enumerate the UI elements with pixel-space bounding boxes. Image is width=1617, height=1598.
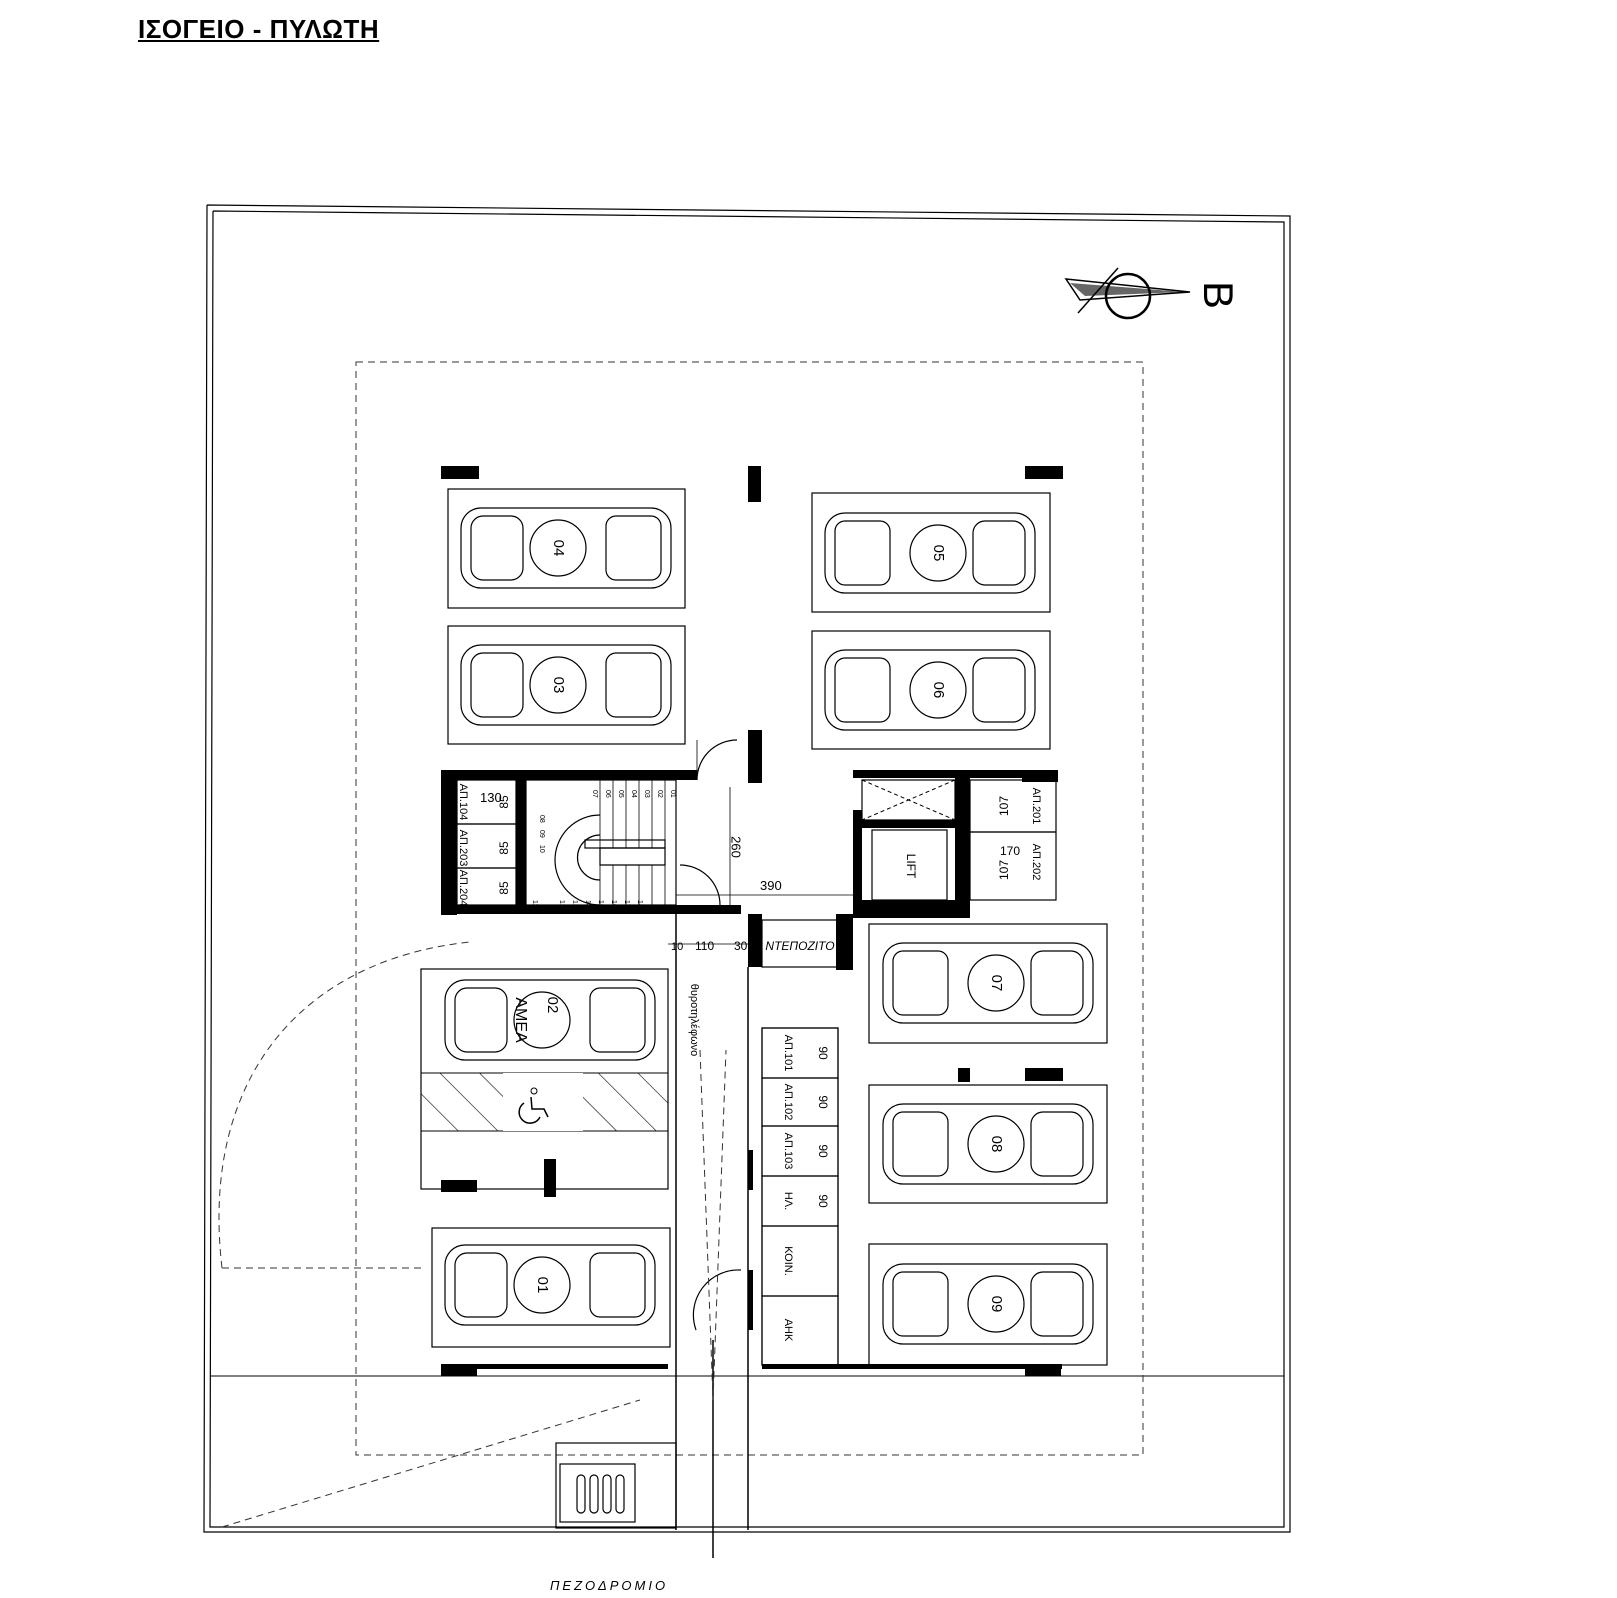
- cars: [444, 507, 1094, 1345]
- parking-number: 02: [544, 997, 561, 1014]
- parking-number: 01: [534, 1277, 551, 1294]
- dimension-label: 90: [816, 1144, 830, 1158]
- storage-label: ΑΠ.202: [1030, 844, 1042, 881]
- storage-label: ΑΠ.201: [1030, 788, 1042, 825]
- north-label: B: [1195, 281, 1242, 309]
- meter-label: ΑΠ.102: [782, 1084, 794, 1121]
- bin-enclosure: [555, 1442, 677, 1529]
- mailbox-label: θυροτηλέφωνο: [688, 984, 700, 1057]
- storage-label: ΑΠ.104: [457, 784, 469, 821]
- tank-label: ΝΤΕΠΟΖΙΤΟ: [765, 939, 834, 953]
- stair-step-number: 09: [538, 830, 545, 838]
- dimension-label: 85: [497, 795, 511, 809]
- meter-label: ΚΟΙΝ.: [782, 1246, 794, 1276]
- stair-step-number: 18: [636, 900, 643, 908]
- stair-step-number: 01: [669, 790, 676, 798]
- plot-boundary: [203, 204, 1291, 1533]
- storage-label: ΑΠ.204: [457, 870, 469, 907]
- dimension-label: 85: [497, 841, 511, 855]
- stair-steps: 01 02 03 04 05 06 07 08 09 10 11 12 13 14 15 16 17 18: [531, 790, 676, 908]
- parking-number: 07: [988, 975, 1005, 992]
- stair-step-number: 07: [591, 790, 598, 798]
- ramp-arc: [218, 941, 471, 1269]
- stair-step-number: 16: [610, 900, 617, 908]
- dimension-label: 90: [816, 1194, 830, 1208]
- parking-numbers: 04 05 03 06 07 08 09 02 ΑΜΕΑ 01: [512, 540, 1005, 1313]
- meter-label: ΑΠ.103: [782, 1133, 794, 1170]
- north-arrow-icon: B: [1064, 267, 1242, 320]
- dimension-label: 90: [816, 1046, 830, 1060]
- dimension-label: 390: [760, 878, 782, 893]
- dimension-label: 107: [997, 860, 1011, 880]
- parking-number: 03: [550, 677, 567, 694]
- parking-number: 04: [550, 540, 567, 557]
- stair-step-number: 05: [617, 790, 624, 798]
- stair-step-number: 03: [643, 790, 650, 798]
- stair-step-number: 12: [558, 900, 565, 908]
- stair-step-number: 13: [571, 900, 578, 908]
- street-label: ΠΕΖΟΔΡΟΜΙΟ: [550, 1578, 669, 1593]
- stair-step-number: 08: [538, 815, 545, 823]
- wheelchair-icon: [518, 1087, 549, 1124]
- meter-label: ΑΗΚ: [782, 1319, 794, 1342]
- accessible-label: ΑΜΕΑ: [512, 997, 529, 1043]
- parking-bays: [420, 488, 1108, 1366]
- building-outline: [355, 361, 1144, 1456]
- meter-label: ΗΛ.: [782, 1192, 794, 1210]
- dimension-label: 107: [997, 796, 1011, 816]
- parking-number: 06: [930, 682, 947, 699]
- storage-label: ΑΠ.203: [457, 830, 469, 867]
- plan-title: ΙΣΟΓΕΙΟ - ΠΥΛΩΤΗ: [138, 14, 380, 44]
- stair-step-number: 11: [531, 900, 538, 907]
- lift-label: LIFT: [904, 854, 918, 879]
- stair-step-number: 15: [597, 900, 604, 908]
- parking-number: 08: [988, 1136, 1005, 1153]
- dimension-label: 260: [729, 836, 744, 858]
- stair-step-number: 14: [584, 900, 591, 908]
- dimension-label: 30: [734, 939, 748, 953]
- dimension-label: 85: [497, 881, 511, 895]
- dimension-label: 10: [671, 941, 683, 953]
- parking-number: 05: [930, 545, 947, 562]
- stair-step-number: 10: [538, 845, 545, 853]
- meter-label: ΑΠ.101: [782, 1035, 794, 1072]
- stair-step-number: 17: [623, 900, 630, 908]
- building-core: LIFT ΑΠ.104 ΑΠ.203 ΑΠ.204 130 85 85 85 Α…: [441, 739, 1062, 1558]
- dimension-label: 110: [695, 939, 714, 953]
- stair-step-number: 04: [630, 790, 637, 798]
- stair-step-number: 06: [604, 790, 611, 798]
- dimension-label: 170: [1000, 844, 1020, 858]
- dimension-label: 130: [480, 790, 502, 805]
- parking-number: 09: [988, 1296, 1005, 1313]
- stair-step-number: 02: [656, 790, 663, 798]
- dimension-label: 90: [816, 1095, 830, 1109]
